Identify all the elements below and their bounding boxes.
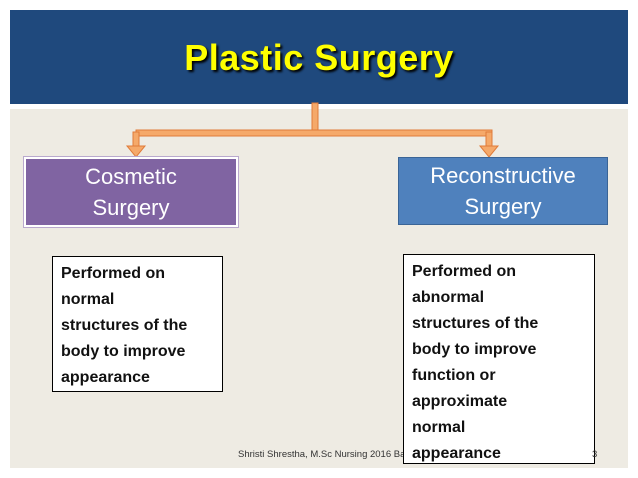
cosmetic-desc-line: body to improve bbox=[61, 343, 186, 360]
footer-credit: Shristi Shrestha, M.Sc Nursing 2016 Batc… bbox=[238, 449, 419, 460]
cosmetic-desc-line: normal bbox=[61, 291, 115, 308]
cosmetic-description-box: Performed on normal structures of the bo… bbox=[52, 256, 223, 392]
reconstructive-label-line-2: Surgery bbox=[464, 194, 542, 219]
reconstructive-desc-line: function or bbox=[412, 367, 496, 384]
reconstructive-desc-line: normal bbox=[412, 419, 466, 436]
reconstructive-desc-line: structures of the bbox=[412, 315, 539, 332]
left-arrowhead bbox=[125, 145, 147, 158]
reconstructive-desc-line: appearance bbox=[412, 445, 501, 462]
cosmetic-desc-line: structures of the bbox=[61, 317, 188, 334]
title-bar: Plastic Surgery bbox=[10, 10, 628, 105]
reconstructive-surgery-box: Reconstructive Surgery bbox=[398, 157, 608, 225]
horizontal-connector bbox=[135, 129, 493, 137]
title-divider bbox=[10, 104, 628, 109]
reconstructive-desc-line: Performed on bbox=[412, 263, 517, 280]
reconstructive-desc-line: approximate bbox=[412, 393, 508, 410]
page-number: 3 bbox=[592, 449, 598, 460]
reconstructive-description-box: Performed on abnormal structures of the … bbox=[403, 254, 595, 464]
cosmetic-desc-line: Performed on bbox=[61, 265, 166, 282]
cosmetic-surgery-box: Cosmetic Surgery bbox=[23, 156, 239, 228]
cosmetic-label-line-2: Surgery bbox=[92, 195, 170, 220]
reconstructive-desc-line: abnormal bbox=[412, 289, 485, 306]
stem-connector bbox=[311, 102, 319, 134]
cosmetic-label-line-1: Cosmetic bbox=[85, 164, 177, 189]
right-arrowhead bbox=[478, 145, 500, 158]
slide-title: Plastic Surgery bbox=[184, 36, 454, 78]
reconstructive-desc-line: body to improve bbox=[412, 341, 537, 358]
reconstructive-label-line-1: Reconstructive bbox=[430, 163, 576, 188]
cosmetic-desc-line: appearance bbox=[61, 369, 150, 386]
